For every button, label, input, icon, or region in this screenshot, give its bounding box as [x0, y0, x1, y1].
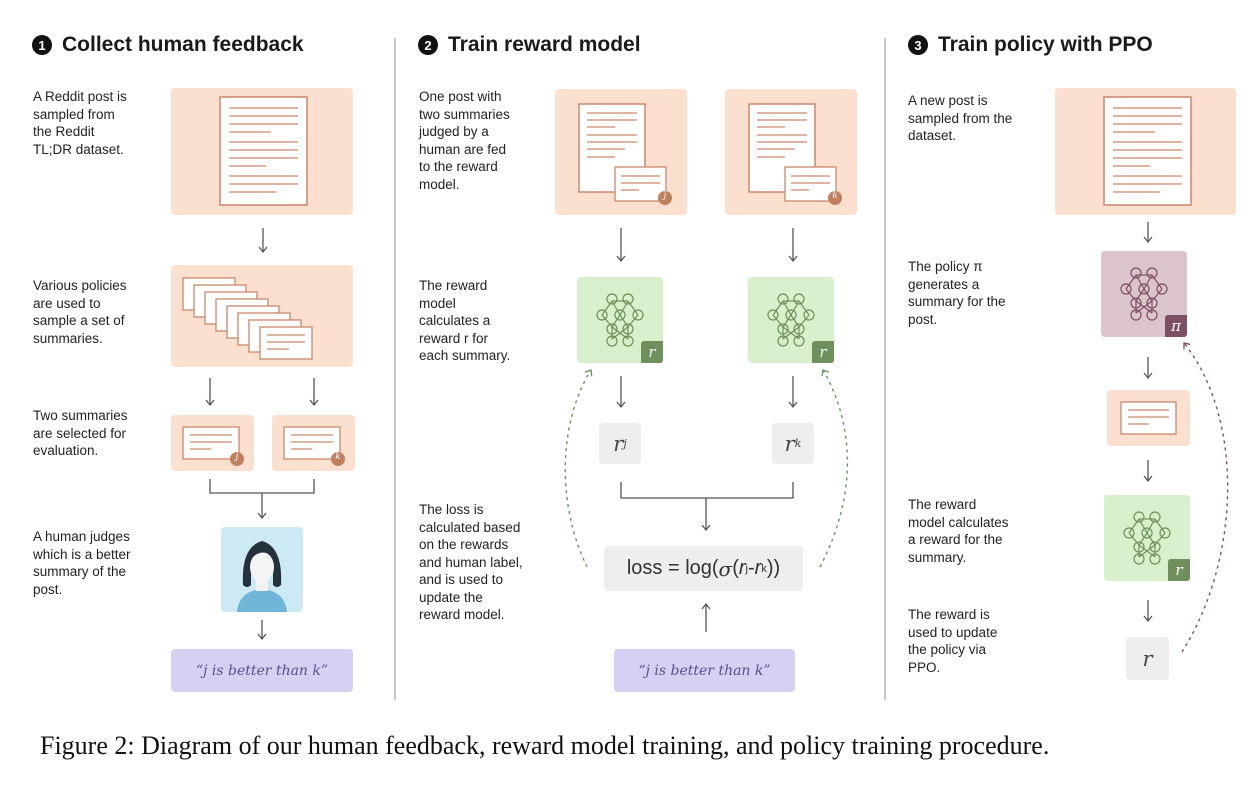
step3-desc-policy: The policy π generates a summary for the…: [908, 259, 1006, 327]
summary-icon: [1120, 401, 1177, 435]
step2-number: 2: [418, 35, 438, 55]
feedback-arrow-left: [564, 369, 593, 568]
reward-badge: r: [1168, 559, 1190, 581]
document-icon: [219, 96, 308, 206]
post-with-summary-j-icon: [578, 103, 672, 205]
step2-desc-reward: The reward model calculates a reward r f…: [419, 278, 511, 363]
step2-judgement-label: “j is better than k”: [614, 649, 795, 692]
sub-k: k: [761, 562, 767, 575]
policy-badge: π: [1165, 315, 1187, 337]
badge-j: j: [235, 452, 239, 462]
step1-desc-select: Two summaries are selected for evaluatio…: [33, 408, 128, 458]
step1-desc-post: A Reddit post is sampled from the Reddit…: [33, 89, 127, 157]
step3-title: Train policy with PPO: [938, 33, 1153, 56]
sub-k: k: [794, 437, 802, 450]
sub-j: j: [745, 562, 748, 575]
step3-number: 3: [908, 35, 928, 55]
loss-prefix: loss = log(: [626, 557, 719, 579]
neural-network-icon: [1120, 267, 1168, 321]
step1-summaries-card: [171, 265, 353, 367]
step1-title: Collect human feedback: [62, 33, 304, 56]
step1-summary-j-card: j: [171, 415, 254, 471]
step3-summary-card: [1107, 390, 1190, 446]
step3-desc-reward: The reward model calculates a reward for…: [908, 497, 1009, 565]
r-symbol: r: [613, 431, 624, 456]
step1-desc-judge: A human judges which is a better summary…: [33, 529, 131, 597]
sub-j: j: [623, 437, 627, 450]
r-symbol: r: [738, 557, 746, 579]
step2-desc-fed: One post with two summaries judged by a …: [419, 89, 510, 192]
neural-network-icon: [596, 293, 644, 347]
neural-network-icon: [1123, 511, 1171, 565]
paren-close: )): [766, 557, 781, 579]
badge-k: k: [335, 452, 341, 462]
step2-title: Train reward model: [448, 33, 641, 56]
minus: -: [748, 557, 755, 579]
step3-post-card: [1055, 88, 1236, 215]
step3-reward-value: r: [1126, 637, 1169, 680]
step2-reward-model-j: r: [577, 277, 663, 363]
sigma: σ: [718, 556, 733, 581]
step2-reward-model-k: r: [748, 277, 834, 363]
summaries-stack-icon: [182, 277, 313, 360]
r-symbol: r: [754, 557, 762, 579]
human-labeler-card: [221, 527, 303, 612]
summary-k-icon: [283, 426, 345, 466]
neural-network-icon: [767, 293, 815, 347]
bracket: [620, 482, 794, 499]
badge-j: j: [663, 191, 667, 201]
feedback-arrow-right: [819, 369, 849, 568]
reward-badge: r: [812, 341, 834, 363]
step2-post-j-card: j: [555, 89, 687, 215]
step1-number: 1: [32, 35, 52, 55]
paren-open: (: [732, 557, 739, 579]
step1-judgement-label: “j is better than k”: [171, 649, 353, 692]
step1-heading: 1 Collect human feedback: [32, 33, 304, 57]
step1-post-card: [171, 88, 353, 215]
step2-desc-loss: The loss is calculated based on the rewa…: [419, 502, 523, 622]
reward-badge: r: [641, 341, 663, 363]
step1-desc-policies: Various policies are used to sample a se…: [33, 278, 127, 346]
document-icon: [1103, 96, 1192, 206]
step3-desc-update: The reward is used to update the policy …: [908, 607, 998, 675]
step2-heading: 2 Train reward model: [418, 33, 641, 57]
summary-j-icon: [182, 426, 244, 466]
person-icon: [237, 541, 287, 612]
badge-k: k: [832, 191, 838, 201]
feedback-arrow-policy: [1181, 342, 1229, 653]
step3-heading: 3 Train policy with PPO: [908, 33, 1153, 57]
policy-card: π: [1101, 251, 1187, 337]
bracket: [209, 479, 315, 494]
step3-reward-model: r: [1104, 495, 1190, 581]
figure-caption: Figure 2: Diagram of our human feedback,…: [40, 731, 1050, 760]
column-divider-left: [394, 38, 396, 700]
r-symbol: r: [1142, 646, 1153, 671]
step3-desc-post: A new post is sampled from the dataset.: [908, 93, 1013, 143]
r-symbol: r: [784, 431, 795, 456]
post-with-summary-k-icon: [748, 103, 842, 205]
column-divider-right: [884, 38, 886, 700]
step2-post-k-card: k: [725, 89, 857, 215]
step1-summary-k-card: k: [272, 415, 355, 471]
